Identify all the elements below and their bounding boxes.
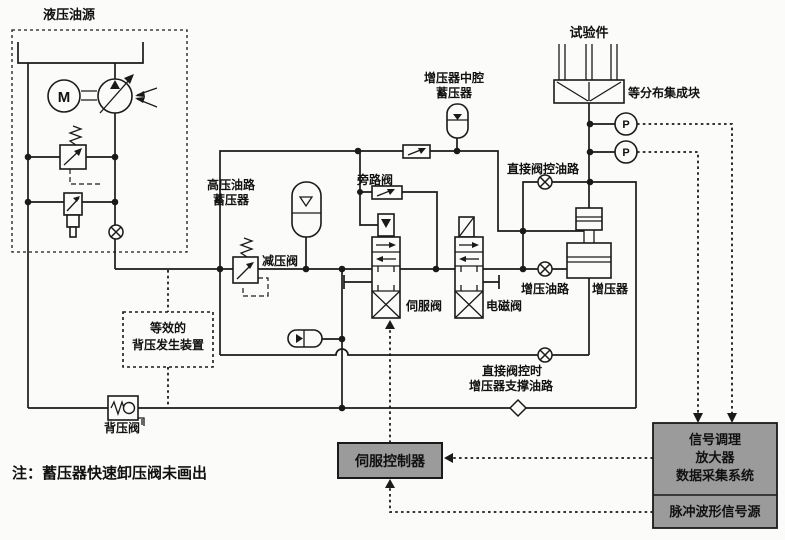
test-piece-pipes: [558, 44, 618, 80]
daq-label-3: 数据采集系统: [676, 468, 754, 483]
orifice-diamond-icon: [508, 398, 528, 418]
servo-valve-label: 伺服阀: [405, 298, 442, 313]
booster-support-line: [220, 348, 589, 356]
support-line-label-2: 增压器支撑油路: [469, 378, 554, 393]
boost-line-shutoff-icon: [537, 261, 553, 277]
reducing-valve-label: 减压阀: [262, 253, 298, 268]
shutoff-valve-icons: [108, 174, 553, 363]
servo-plugged-port: [343, 275, 372, 289]
booster-label: 增压器: [592, 281, 629, 296]
servo-controller-label: 伺服控制器: [354, 453, 426, 469]
booster-icon: [566, 207, 612, 279]
direct-line-shutoff-icon: [537, 174, 553, 190]
solenoid-plugged-port: [483, 275, 500, 289]
pressure-sensor-2: P: [614, 140, 638, 164]
unloading-valve-icon: [63, 192, 83, 238]
pressure-sensor-1-label: P: [622, 119, 629, 131]
bypass-valve-icon: [371, 185, 403, 200]
servo-controller-box: [337, 442, 443, 479]
daq-label-2: 放大器: [694, 450, 735, 465]
back-pressure-valve-label: 背压阀: [104, 420, 140, 435]
hp-accumulator-label-1: 高压油路: [207, 177, 256, 192]
direct-valve-control-pipe: [522, 181, 637, 408]
manifold-block-icon: [553, 79, 625, 104]
equiv-device-label-1: 等效的: [149, 320, 186, 335]
junction-dots: [24, 120, 594, 412]
pulse-source-label: 脉冲波形信号源: [668, 504, 760, 519]
daq-system-box: [652, 422, 778, 529]
test-piece-label: 试验件: [569, 25, 608, 40]
solenoid-valve-label: 电磁阀: [486, 298, 522, 313]
hp-branch-line: [219, 150, 584, 355]
relief-valve-icon: [59, 125, 100, 185]
direct-valve-control-label: 直接阀控油路: [507, 161, 580, 176]
manifold-label: 等分布集成块: [627, 85, 701, 100]
check-valve-icon: [402, 144, 431, 159]
gauge-shutoff-icon: [108, 224, 124, 240]
signal-lines: [385, 123, 737, 513]
servo-valve-icon: [371, 213, 401, 319]
pressure-sensor-1: P: [614, 112, 638, 136]
back-pressure-valve-icon: [107, 395, 145, 426]
motor-letter: M: [58, 89, 71, 106]
support-line-label-1: 直接阀控时: [482, 363, 542, 378]
mid-accumulator-label-2: 蓄压器: [436, 85, 473, 100]
note-text: 注：蓄压器快速卸压阀未画出: [12, 464, 207, 482]
tank-symbol: [17, 42, 144, 64]
return-buffer-accumulator-icon: [287, 329, 323, 348]
daq-label-1: 信号调理: [689, 432, 741, 447]
motor-pump-unit: M: [47, 74, 158, 114]
mid-accumulator-label-1: 增压器中腔: [424, 70, 484, 85]
oil-source-label: 液压油源: [43, 7, 95, 22]
support-line-shutoff-icon: [537, 347, 553, 363]
sensor2-signal-line: [637, 151, 699, 416]
hp-accumulator-label-2: 蓄压器: [213, 192, 250, 207]
bypass-valve-label: 旁路阀: [356, 172, 393, 187]
mid-chamber-accumulator-icon: [446, 103, 469, 139]
sensor1-signal-line: [637, 123, 733, 416]
pulse-to-controller-line: [389, 486, 653, 513]
hp-accumulator-icon: [291, 181, 322, 238]
pressure-sensor-2-label: P: [622, 147, 629, 159]
boost-line-label: 增压油路: [521, 281, 570, 296]
reducing-valve-icon: [232, 237, 269, 297]
motor-icon: [47, 79, 81, 113]
equiv-device-label-2: 背压发生装置: [132, 337, 204, 352]
solenoid-valve-icon: [454, 216, 484, 319]
